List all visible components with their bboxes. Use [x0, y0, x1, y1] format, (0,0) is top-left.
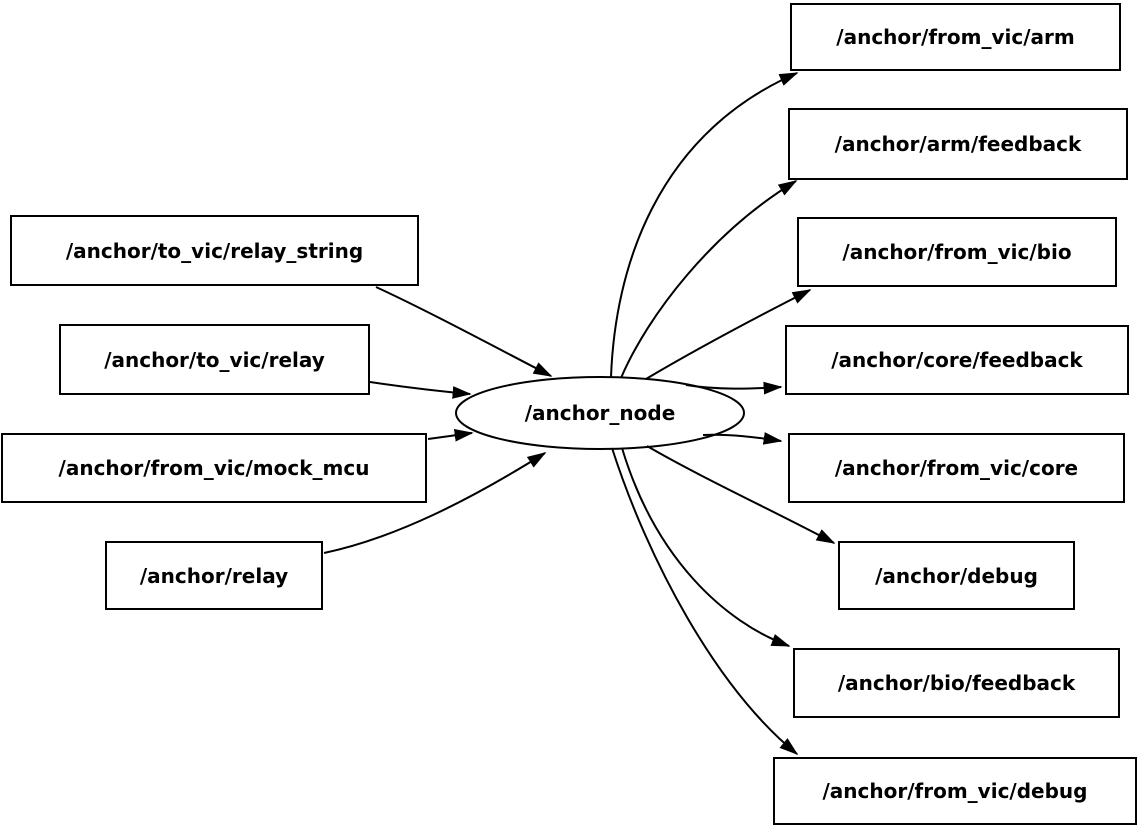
- topic-box-anchor-to-vic-relay: /anchor/to_vic/relay: [59, 324, 370, 395]
- edge-anchor-node-to-anchor-from-vic-bio: [645, 289, 812, 380]
- node-label-text: /anchor_node: [524, 401, 676, 425]
- topic-box-anchor-to-vic-relay-string: /anchor/to_vic/relay_string: [10, 215, 419, 286]
- topic-label: /anchor/relay: [139, 563, 289, 588]
- topic-box-anchor-core-feedback: /anchor/core/feedback: [785, 325, 1129, 395]
- topic-box-anchor-arm-feedback: /anchor/arm/feedback: [788, 108, 1128, 180]
- topic-label: /anchor/debug: [875, 563, 1038, 588]
- node-ellipse-anchor-node: [455, 376, 745, 450]
- topic-box-anchor-from-vic-arm: /anchor/from_vic/arm: [790, 3, 1121, 71]
- topic-box-anchor-relay: /anchor/relay: [105, 541, 323, 610]
- edge-anchor-node-to-anchor-from-vic-arm: [610, 72, 799, 378]
- edge-anchor-node-to-anchor-core-feedback: [685, 381, 783, 395]
- edge-anchor-node-to-anchor-arm-feedback: [620, 180, 798, 379]
- edge-anchor-node-to-anchor-bio-feedback: [621, 447, 791, 647]
- topic-box-anchor-from-vic-bio: /anchor/from_vic/bio: [797, 217, 1117, 287]
- topic-label: /anchor/from_vic/core: [834, 456, 1079, 480]
- edge-anchor-from-vic-mock-mcu-to-anchor-node: [427, 429, 474, 442]
- edge-anchor-to-vic-relay-to-anchor-node: [369, 381, 472, 399]
- edge-anchor-node-to-anchor-from-vic-debug: [611, 447, 799, 756]
- edge-anchor-relay-to-anchor-node: [323, 452, 547, 554]
- edge-anchor-to-vic-relay-string-to-anchor-node: [375, 286, 553, 377]
- topic-label: /anchor/from_vic/arm: [836, 25, 1075, 49]
- topic-box-anchor-bio-feedback: /anchor/bio/feedback: [793, 648, 1120, 718]
- topic-label: /anchor/arm/feedback: [834, 132, 1082, 156]
- edge-anchor-node-to-anchor-debug: [646, 445, 836, 544]
- topic-label: /anchor/from_vic/mock_mcu: [58, 456, 370, 480]
- topic-box-anchor-debug: /anchor/debug: [838, 541, 1075, 610]
- topic-label: /anchor/core/feedback: [831, 348, 1083, 372]
- topic-box-anchor-from-vic-debug: /anchor/from_vic/debug: [773, 757, 1137, 825]
- topic-label: /anchor/from_vic/bio: [842, 240, 1072, 264]
- topic-box-anchor-from-vic-mock-mcu: /anchor/from_vic/mock_mcu: [1, 433, 427, 503]
- edge-anchor-node-to-anchor-from-vic-core: [702, 432, 783, 445]
- topic-box-anchor-from-vic-core: /anchor/from_vic/core: [788, 433, 1125, 503]
- node-label-anchor-node: /anchor_node: [456, 377, 744, 449]
- topic-label: /anchor/bio/feedback: [837, 671, 1076, 695]
- topic-label: /anchor/to_vic/relay: [104, 347, 325, 372]
- topic-label: /anchor/from_vic/debug: [822, 779, 1088, 803]
- topic-label: /anchor/to_vic/relay_string: [65, 238, 364, 263]
